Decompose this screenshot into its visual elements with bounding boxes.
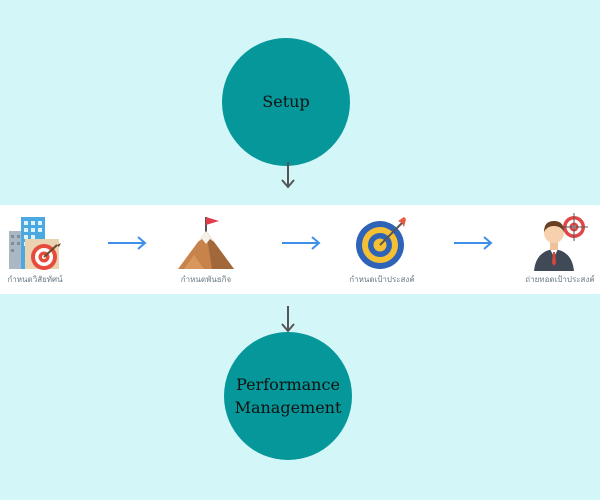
- step-label: กำหนดพันธกิจ: [180, 275, 232, 284]
- right-arrow-icon: [282, 236, 321, 250]
- step-cascade: ถ่ายทอดเป้าประสงค์: [505, 213, 600, 286]
- target-arrow-icon: [356, 217, 406, 269]
- performance-label-line1: Performance: [236, 374, 340, 394]
- performance-management-node: Performance Management: [224, 332, 352, 460]
- step-vision: กำหนดวิสัยทัศน์: [0, 213, 90, 286]
- step-label: กำหนดวิสัยทัศน์: [7, 275, 63, 284]
- performance-management-label: Performance Management: [228, 373, 348, 419]
- right-arrow-icon: [108, 236, 147, 250]
- step-goal: กำหนดเป้าประสงค์: [327, 213, 437, 286]
- right-arrow-icon: [454, 236, 493, 250]
- step-label: กำหนดเป้าประสงค์: [349, 275, 415, 284]
- step-mission: กำหนดพันธกิจ: [151, 213, 261, 286]
- setup-label: Setup: [262, 92, 310, 112]
- process-band: กำหนดวิสัยทัศน์ กำหนดพันธกิจ: [0, 205, 600, 294]
- down-arrow-icon: [281, 162, 295, 189]
- down-arrow-icon: [281, 306, 295, 333]
- businessman-target-icon: [534, 213, 588, 271]
- mountain-flag-icon: [178, 217, 234, 269]
- step-label: ถ่ายทอดเป้าประสงค์: [525, 275, 595, 284]
- performance-label-line2: Management: [234, 398, 342, 417]
- building-target-icon: [9, 217, 61, 270]
- setup-node: Setup: [222, 38, 350, 166]
